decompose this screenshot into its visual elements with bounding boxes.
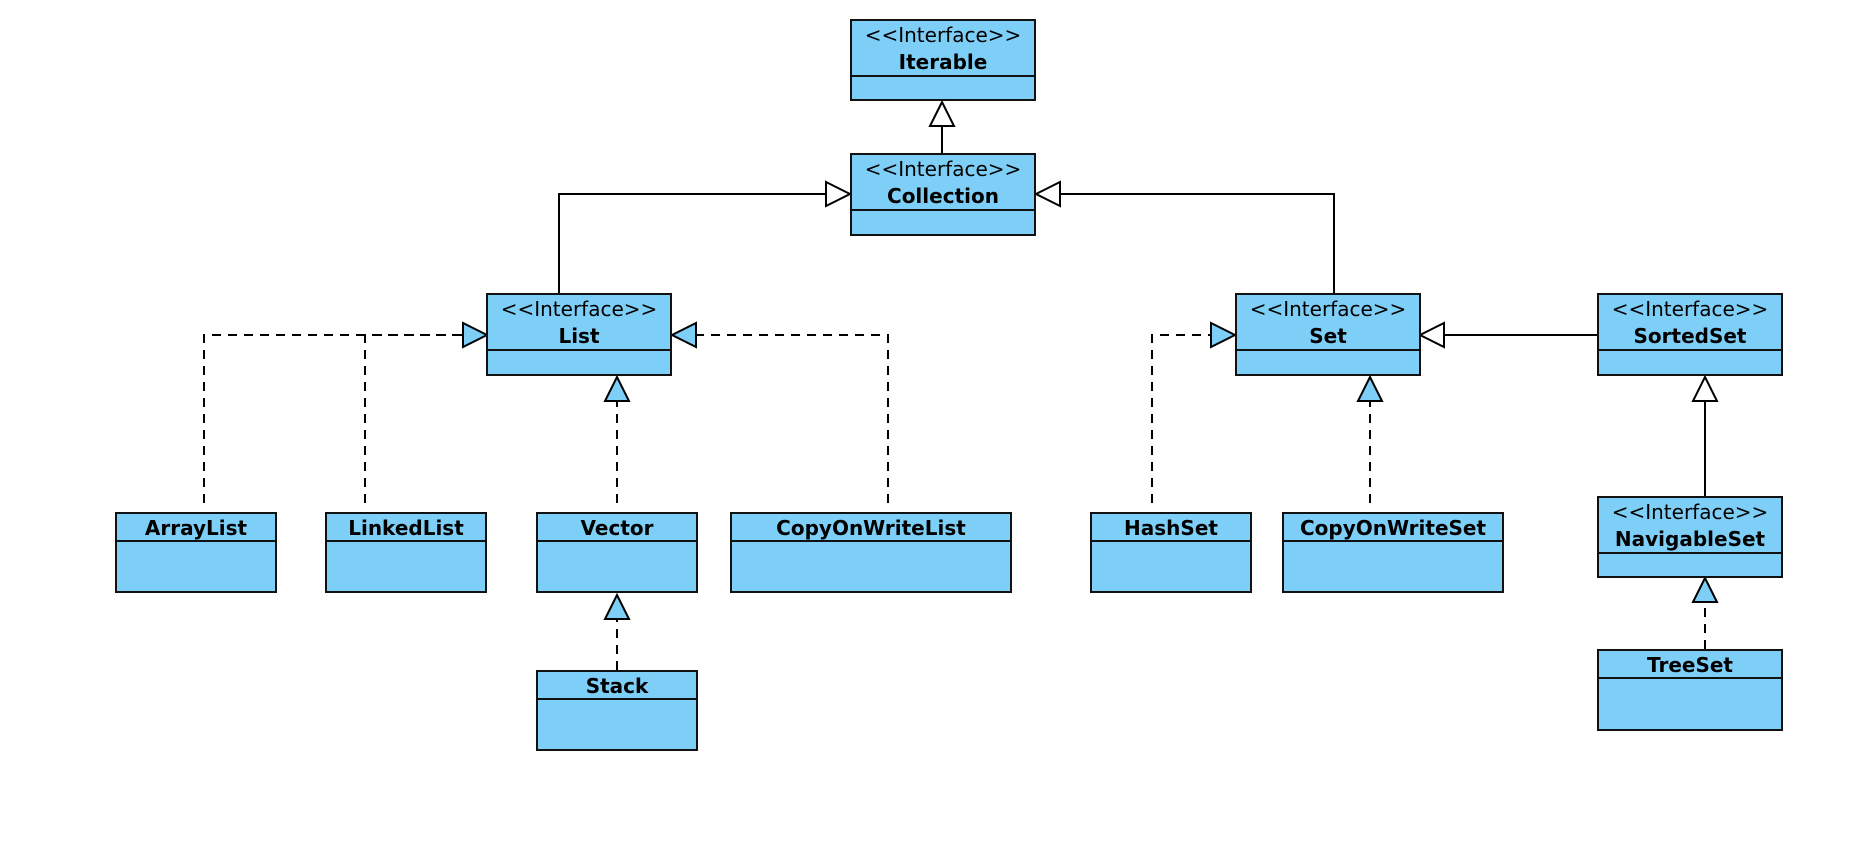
class-stereotype: <<Interface>> xyxy=(1612,297,1769,321)
edge-hashset-to-set xyxy=(1151,321,1238,503)
class-box-arraylist[interactable]: ArrayList xyxy=(115,512,277,593)
class-name: HashSet xyxy=(1124,516,1218,540)
class-box-iterable[interactable]: <<Interface>> Iterable xyxy=(850,19,1036,101)
class-stereotype: <<Interface>> xyxy=(865,23,1022,47)
class-name: Collection xyxy=(887,184,999,208)
class-name: List xyxy=(558,324,600,348)
class-name: ArrayList xyxy=(145,516,248,540)
class-stereotype: <<Interface>> xyxy=(1612,500,1769,524)
class-box-copyonwritelist[interactable]: CopyOnWriteList xyxy=(730,512,1012,593)
edge-copyonwritelist-to-list xyxy=(669,321,889,503)
edge-collection-to-iterable xyxy=(928,99,956,153)
class-stereotype: <<Interface>> xyxy=(501,297,658,321)
edge-arraylist-to-list xyxy=(203,321,490,503)
class-box-vector[interactable]: Vector xyxy=(536,512,698,593)
class-box-treeset[interactable]: TreeSet xyxy=(1597,649,1783,731)
class-box-set[interactable]: <<Interface>> Set xyxy=(1235,293,1421,376)
class-name: Stack xyxy=(586,674,649,698)
edge-treeset-to-navigableset xyxy=(1691,575,1719,649)
class-stereotype: <<Interface>> xyxy=(1250,297,1407,321)
class-box-list[interactable]: <<Interface>> List xyxy=(486,293,672,376)
edge-navigableset-to-sortedset xyxy=(1691,374,1719,496)
edge-copyonwriteset-to-set xyxy=(1356,374,1384,503)
class-name: CopyOnWriteList xyxy=(776,516,966,540)
edge-list-to-collection xyxy=(558,180,853,293)
edge-linkedlist-to-list xyxy=(364,334,463,503)
class-box-copyonwriteset[interactable]: CopyOnWriteSet xyxy=(1282,512,1504,593)
edge-set-to-collection xyxy=(1033,180,1335,293)
class-box-collection[interactable]: <<Interface>> Collection xyxy=(850,153,1036,236)
class-name: LinkedList xyxy=(348,516,464,540)
edge-stack-to-vector xyxy=(603,592,631,670)
class-box-navigableset[interactable]: <<Interface>> NavigableSet xyxy=(1597,496,1783,578)
class-box-linkedlist[interactable]: LinkedList xyxy=(325,512,487,593)
class-box-sortedset[interactable]: <<Interface>> SortedSet xyxy=(1597,293,1783,376)
class-name: Iterable xyxy=(899,50,988,74)
class-name: Vector xyxy=(581,516,654,540)
class-stereotype: <<Interface>> xyxy=(865,157,1022,181)
class-box-hashset[interactable]: HashSet xyxy=(1090,512,1252,593)
class-name: SortedSet xyxy=(1634,324,1747,348)
class-name: CopyOnWriteSet xyxy=(1300,516,1487,540)
class-name: TreeSet xyxy=(1647,653,1733,677)
class-box-stack[interactable]: Stack xyxy=(536,670,698,751)
edge-vector-to-list xyxy=(603,374,631,503)
class-name: Set xyxy=(1309,324,1347,348)
edge-sortedset-to-set xyxy=(1417,321,1598,349)
class-name: NavigableSet xyxy=(1615,527,1766,551)
